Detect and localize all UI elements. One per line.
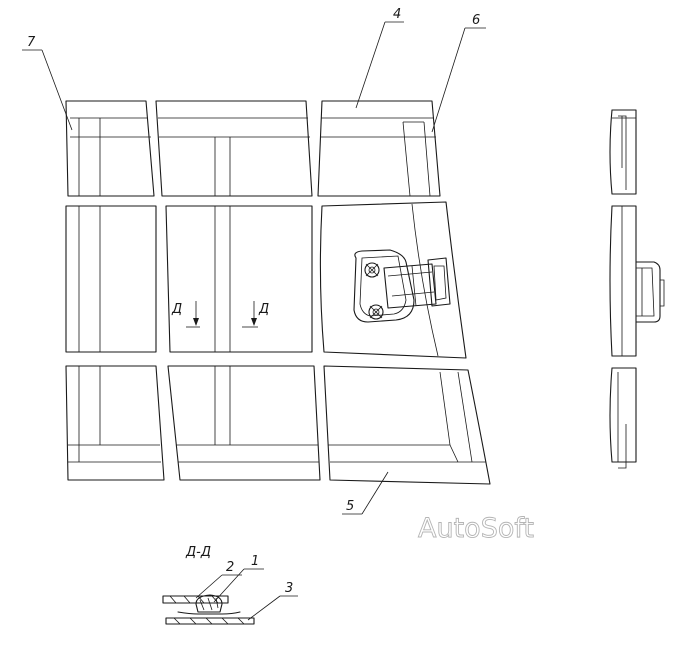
side-view — [609, 109, 665, 469]
panel-r2-c2 — [165, 205, 313, 353]
panel-grid — [65, 100, 491, 485]
mirror-bracket — [353, 249, 451, 323]
panel-r1-c3 — [317, 100, 441, 197]
callout-label: 1 — [251, 554, 259, 569]
section-marker-label: Д — [171, 302, 182, 317]
section-marker-label: Д — [258, 302, 269, 317]
callout-4: 4 — [355, 7, 404, 109]
callout-label: 4 — [393, 7, 401, 22]
panel-r1-c2 — [155, 100, 313, 197]
callout-label: 6 — [472, 13, 480, 28]
panel-r2-c3 — [319, 201, 467, 359]
section-title: Д-Д — [185, 545, 211, 560]
callout-label: 5 — [346, 499, 354, 514]
callout-5: 5 — [342, 471, 389, 515]
panel-r2-c1 — [65, 205, 157, 353]
callout-label: 2 — [226, 560, 234, 575]
panel-r3-c3 — [323, 365, 491, 485]
callout-label: 7 — [27, 35, 36, 50]
panel-r3-c1 — [65, 365, 165, 481]
callout-7: 7 — [22, 35, 73, 131]
section-marker-right: Д — [242, 301, 269, 328]
watermark: AutoSoft — [418, 513, 534, 544]
section-view: Д-Д 2 1 3 — [162, 545, 298, 625]
callout-label: 3 — [285, 581, 293, 596]
panel-r1-c1 — [65, 100, 155, 197]
callout-6: 6 — [431, 13, 486, 133]
panel-r3-c2 — [167, 365, 321, 481]
section-marker-left: Д — [171, 301, 200, 328]
